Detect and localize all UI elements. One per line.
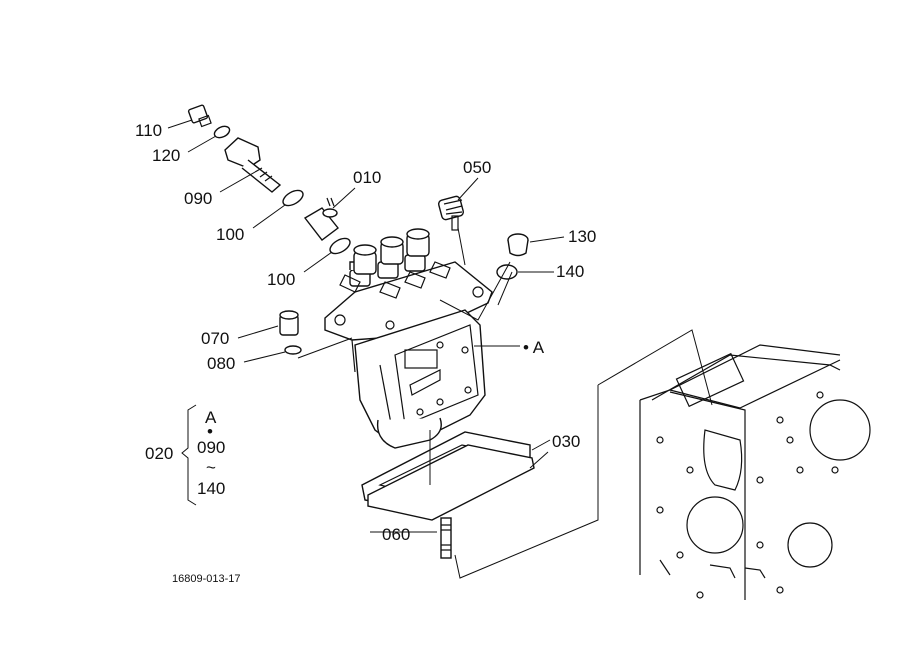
leader-lines [167,119,565,533]
callout-050: 050 [463,158,491,177]
part-130-cap [507,233,529,257]
callout-100-upper: 100 [216,225,244,244]
callout-130: 130 [568,227,596,246]
engine-block [639,344,871,600]
assembly-tilde: ~ [206,458,216,477]
part-010-fitting [303,197,339,241]
part-110-screw [187,104,212,128]
part-080-oring [284,345,302,355]
assembly-dot: • [207,422,213,441]
callout-070: 070 [201,329,229,348]
callout-080: 080 [207,354,235,373]
assembly-line-2: 090 [197,438,225,457]
callout-140: 140 [556,262,584,281]
part-060-stud [440,517,452,559]
callout-100-lower: 100 [267,270,295,289]
mounting-reference-line [454,329,713,579]
assembly-line-1: A [205,408,217,427]
assembly-bracket [181,404,197,506]
assembly-code: 020 [145,444,173,463]
callout-A: • A [523,338,545,357]
assembly-note: 020 A • 090 ~ 140 [145,408,225,498]
part-120-washer [213,125,231,139]
callout-010: 010 [353,168,381,187]
injection-pump [324,228,535,521]
callout-030: 030 [552,432,580,451]
callout-labels: 110 120 090 100 100 010 050 130 140 070 … [135,121,596,544]
callout-090: 090 [184,189,212,208]
part-050-bleeder [437,195,465,231]
part-100-washer-upper [282,189,304,207]
callout-120: 120 [152,146,180,165]
assembly-line-3: 140 [197,479,225,498]
callout-110: 110 [135,121,162,140]
figure-id: 16809-013-17 [172,573,241,585]
part-100-washer-lower [329,237,351,255]
part-070-sleeve [279,310,299,336]
part-090-banjo-bolt [224,137,282,193]
callout-060: 060 [382,525,410,544]
